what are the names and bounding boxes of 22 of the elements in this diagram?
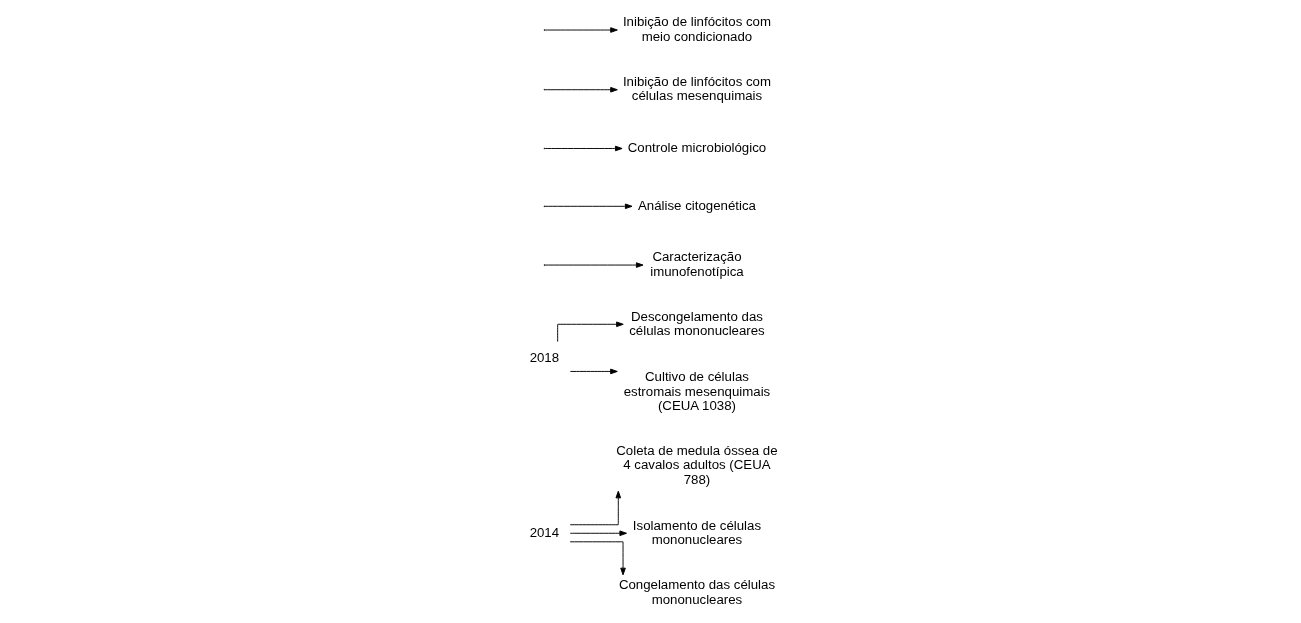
node-text: Coleta de medula óssea de 4 cavalos adultos (CEUA 788) bbox=[615, 443, 778, 487]
arrow bbox=[556, 321, 624, 343]
node-text: Controle microbiológico bbox=[627, 140, 766, 155]
node-text: 2014 bbox=[529, 524, 559, 540]
node-text: 2018 bbox=[529, 350, 559, 366]
node-text: Isolamento de células mononucleares bbox=[632, 517, 761, 547]
arrow bbox=[543, 27, 618, 33]
arrow bbox=[543, 86, 618, 93]
arrow bbox=[569, 541, 626, 576]
node-text: Congelamento das células mononucleares bbox=[618, 577, 775, 607]
arrow bbox=[543, 262, 643, 268]
arrow bbox=[569, 368, 618, 375]
arrow bbox=[569, 530, 627, 537]
arrow bbox=[569, 490, 621, 526]
node-text: Descongelamento das células mononucleares bbox=[628, 309, 765, 339]
arrow bbox=[543, 203, 632, 210]
node-text: Inibição de linfócitos com células mesenquimais bbox=[622, 74, 771, 104]
node-text: Caracterização imunofenotípica bbox=[649, 249, 744, 279]
arrow bbox=[543, 145, 623, 152]
node-text: Análise citogenética bbox=[637, 197, 756, 213]
node-text: Cultivo de células estromais mesenquimais (CEUA 1038) bbox=[623, 369, 770, 413]
node-text: Inibição de linfócitos com meio condicionado bbox=[622, 14, 771, 44]
